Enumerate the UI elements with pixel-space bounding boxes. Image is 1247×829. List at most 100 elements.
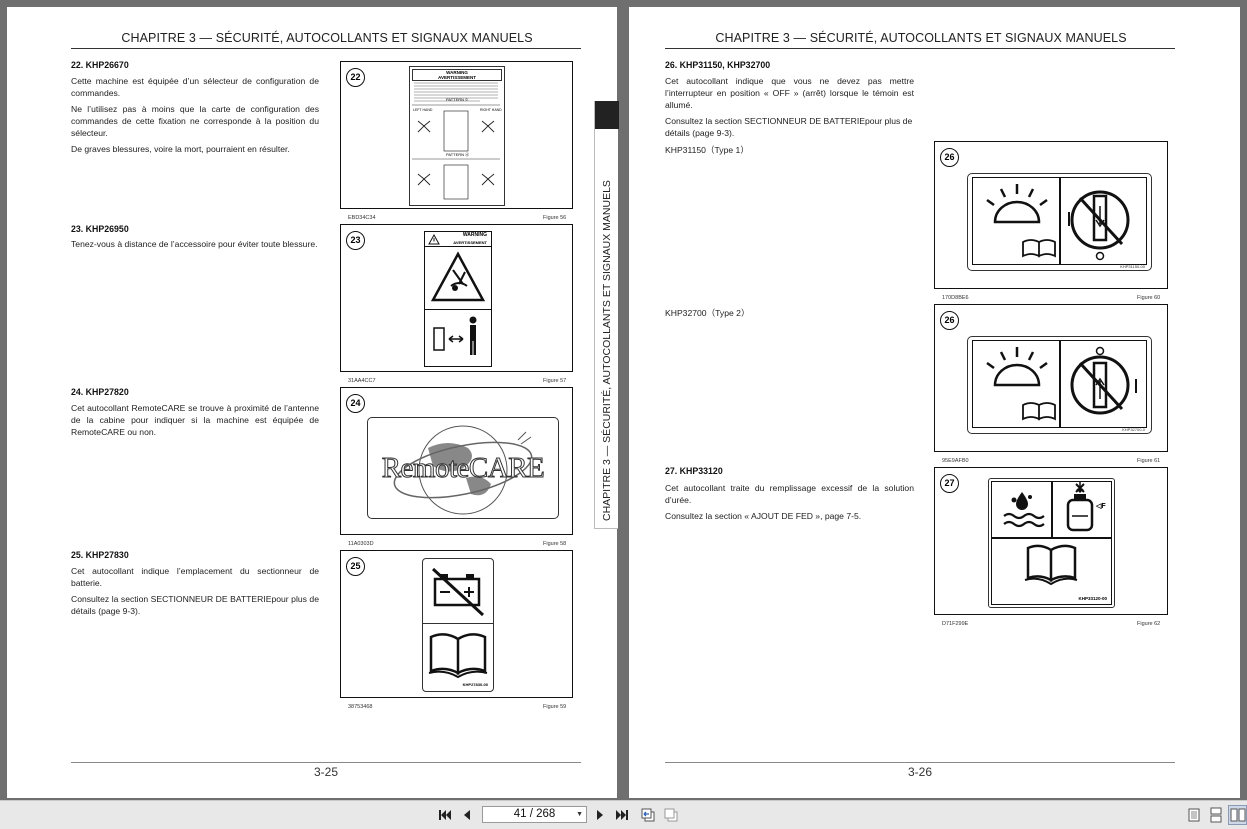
def-tank-icon: [1066, 482, 1094, 532]
paragraph: Cet autocollant indique que vous ne deve…: [665, 76, 914, 110]
figure-27: 27 ◁F: [934, 467, 1168, 615]
figure-number: 24: [346, 394, 365, 413]
section-title: 27. KHP33120: [665, 466, 723, 476]
paragraph: Ne l’utilisez pas à moins que la carte d…: [71, 104, 319, 138]
figure-26-type1: 26: [934, 141, 1168, 289]
section-title: 23. KHP26950: [71, 224, 129, 234]
decal-code: KHP31150-00: [1120, 264, 1145, 269]
paragraph: Cet autocollant indique l’emplacement du…: [71, 566, 319, 588]
manual-book-icon: [428, 633, 488, 679]
battery-crossed-icon: [431, 567, 485, 617]
figure-code: 170D8BE6: [942, 295, 969, 301]
figure-code: 11A0303D: [348, 541, 374, 547]
page-number-field[interactable]: 41 / 268 ▼: [482, 806, 587, 823]
type-label: KHP31150（Type 1）: [665, 145, 749, 155]
section-title: 24. KHP27820: [71, 387, 129, 397]
side-tab-marker: [595, 101, 619, 129]
footer-rule: [665, 762, 1175, 763]
type-label: KHP32700（Type 2）: [665, 308, 750, 318]
left-hand-label: LEFT HAND: [413, 108, 433, 112]
remotecare-decal: RemoteCARE: [367, 417, 559, 519]
paragraph: Consultez la section « AJOUT DE FED », p…: [665, 511, 862, 521]
figure-number: 26: [940, 148, 959, 167]
figure-number: 26: [940, 311, 959, 330]
paragraph: Consultez la section SECTIONNEUR DE BATT…: [665, 116, 913, 138]
urea-drip-icon: [1003, 492, 1045, 528]
continuous-view-icon[interactable]: [1208, 807, 1224, 823]
figure-26-type2: 26: [934, 304, 1168, 452]
manual-book-icon: [1024, 544, 1078, 586]
right-page: CHAPITRE 3 — SÉCURITÉ, AUTOCOLLANTS ET S…: [629, 7, 1240, 798]
figure-code: EBD34C34: [348, 215, 376, 221]
left-page: CHAPITRE 3 — SÉCURITÉ, AUTOCOLLANTS ET S…: [7, 7, 617, 798]
figure-code: 31AA4CC7: [348, 378, 376, 384]
figure-25: 25 KHP27830-00: [340, 550, 573, 698]
battery-disconnect-decal: KHP27830-00: [422, 558, 494, 692]
figure-24: 24 RemoteCARE: [340, 387, 573, 535]
figure-number: 23: [346, 231, 365, 250]
chevron-down-icon[interactable]: ▼: [576, 811, 583, 818]
paragraph: Cet autocollant traite du remplissage ex…: [665, 483, 914, 505]
chapter-side-tab: CHAPITRE 3 — SÉCURITÉ, AUTOCOLLANTS ET S…: [594, 101, 619, 529]
viewer-toolbar: 41 / 268 ▼: [0, 800, 1247, 829]
urea-overfill-decal: ◁F KHP33120-00: [988, 478, 1115, 608]
last-page-icon[interactable]: [614, 807, 630, 823]
page-header: CHAPITRE 3 — SÉCURITÉ, AUTOCOLLANTS ET S…: [715, 31, 1127, 45]
page-indicator: 41 / 268: [513, 808, 556, 820]
decal-code: KHP32700-0: [1122, 427, 1145, 432]
warning-triangle-icon: [428, 234, 440, 245]
previous-page-icon[interactable]: [459, 807, 475, 823]
paragraph: Cette machine est équipée d’un sélecteur…: [71, 76, 319, 98]
figure-code: 38753468: [348, 704, 373, 710]
figure-caption: Figure 57: [543, 378, 567, 384]
go-back-view-icon[interactable]: [640, 807, 656, 823]
page-number: 3-26: [908, 765, 933, 779]
go-forward-view-icon[interactable]: [663, 807, 679, 823]
remotecare-logo: RemoteCARE: [381, 452, 545, 485]
section-title: 26. KHP31150, KHP32700: [665, 60, 771, 70]
figure-caption: Figure 56: [543, 215, 567, 221]
figure-number: 27: [940, 474, 959, 493]
lamp-on-icon: [986, 184, 1056, 258]
figure-caption: Figure 62: [1137, 621, 1161, 627]
def-f-label: ◁F: [1096, 503, 1106, 510]
switch-off-warning-decal: KHP32700-0: [967, 336, 1152, 434]
decal-code: KHP33120-00: [1078, 596, 1107, 601]
figure-caption: Figure 58: [543, 541, 567, 547]
pattern-c-label: PATTERN ©: [446, 97, 469, 102]
paragraph: Tenez-vous à distance de l’accessoire po…: [71, 239, 318, 249]
first-page-icon[interactable]: [437, 807, 453, 823]
globe-icon: [393, 425, 533, 515]
right-hand-label: RIGHT HAND: [480, 108, 502, 112]
paragraph: De graves blessures, voire la mort, pour…: [71, 144, 290, 154]
paragraph: Cet autocollant RemoteCARE se trouve à p…: [71, 403, 319, 437]
next-page-icon[interactable]: [592, 807, 608, 823]
single-page-view-icon[interactable]: [1186, 807, 1202, 823]
stand-clear-icon: [433, 316, 477, 355]
header-rule: [71, 48, 581, 49]
facing-pages-icon: [1230, 808, 1246, 822]
section-title: 22. KHP26670: [71, 60, 129, 70]
paragraph: Consultez la section SECTIONNEUR DE BATT…: [71, 594, 319, 616]
no-switch-off-icon: [1070, 346, 1137, 415]
crush-hazard-icon: [430, 251, 486, 302]
decal-lines-graphic: [412, 82, 500, 200]
switch-off-warning-decal: KHP31150-00: [967, 173, 1152, 271]
side-tab-text: CHAPITRE 3 — SÉCURITÉ, AUTOCOLLANTS ET S…: [601, 180, 613, 521]
facing-pages-view-button[interactable]: [1228, 805, 1247, 825]
page-header: CHAPITRE 3 — SÉCURITÉ, AUTOCOLLANTS ET S…: [121, 31, 533, 45]
header-rule: [665, 48, 1175, 49]
section-title: 25. KHP27830: [71, 550, 129, 560]
figure-caption: Figure 59: [543, 704, 567, 710]
figure-code: D71F299E: [942, 621, 969, 627]
figure-caption: Figure 61: [1137, 458, 1161, 464]
pattern-d-label: PATTERN ⓓ: [446, 152, 470, 157]
figure-caption: Figure 60: [1137, 295, 1161, 301]
decal-code: KHP27830-00: [462, 682, 488, 687]
figure-number: 22: [346, 68, 365, 87]
